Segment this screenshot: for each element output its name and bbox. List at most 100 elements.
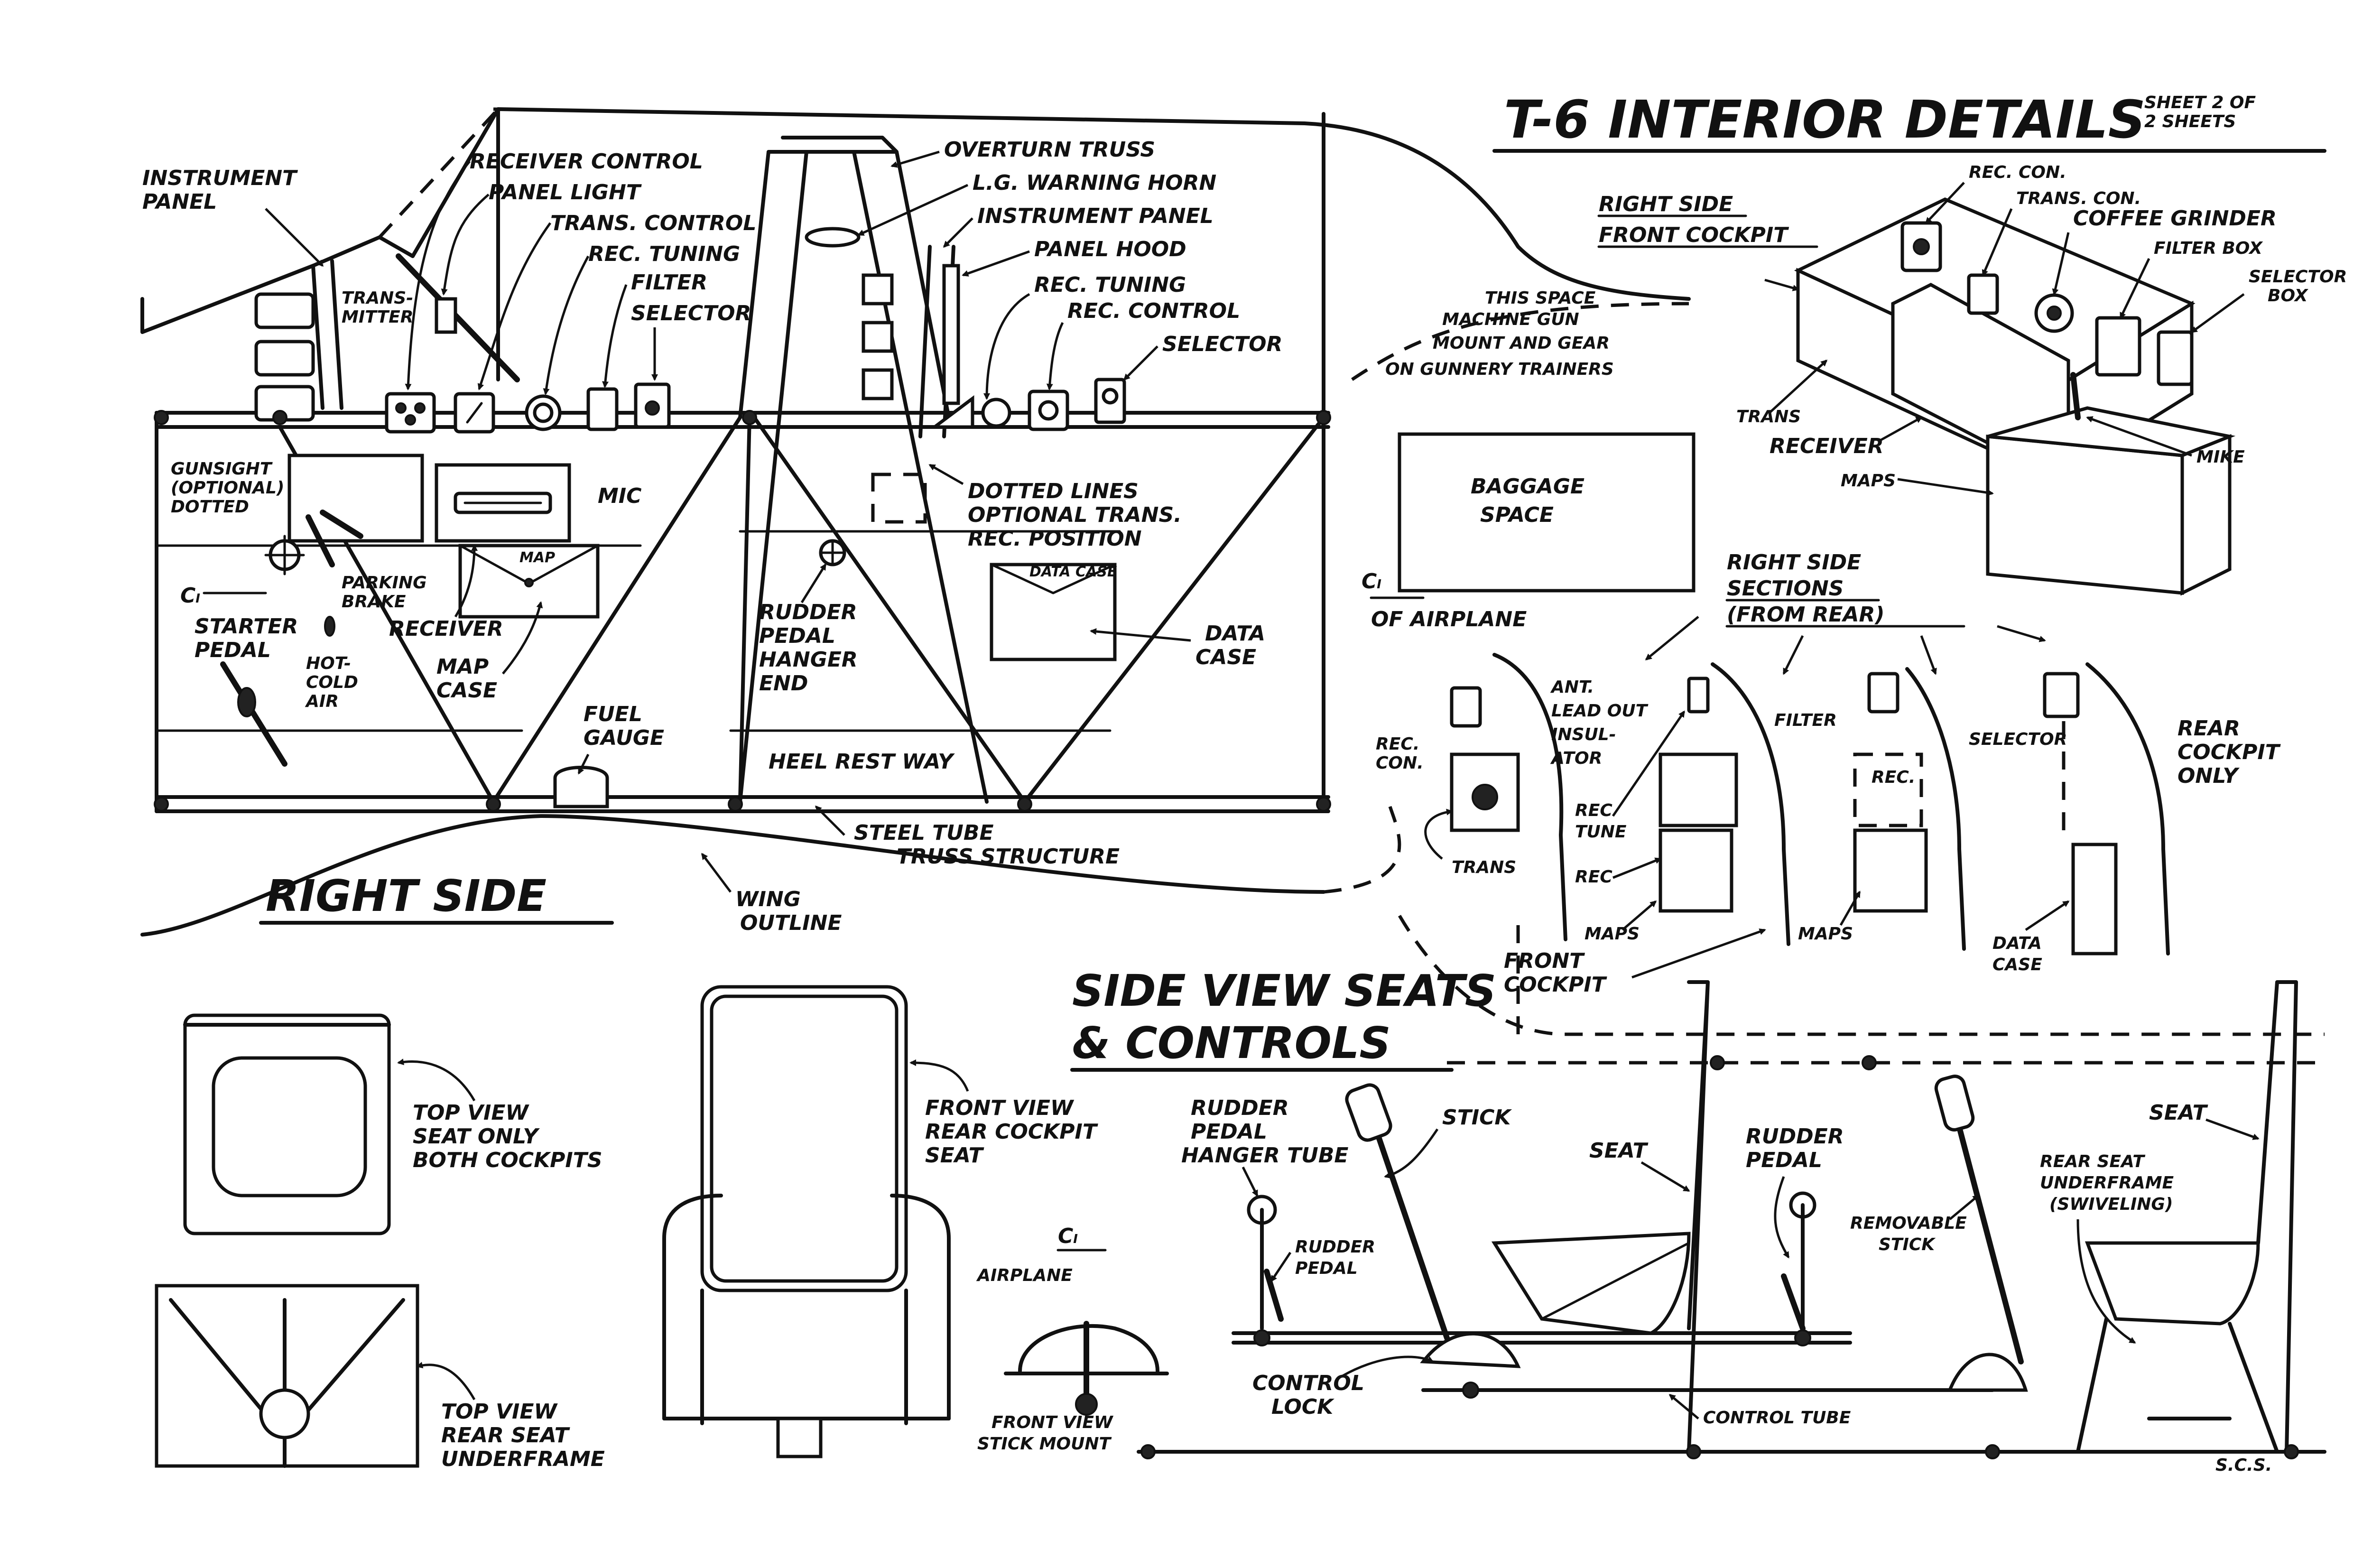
- filter-box: [586, 387, 619, 431]
- label-mic: MIC: [598, 484, 641, 508]
- seat-frame-sides: [662, 1194, 951, 1420]
- ctl-label-removable-stick: REMOVABLE: [1850, 1214, 1967, 1233]
- sections-heading-2: SECTIONS: [1727, 576, 1844, 601]
- label-overturn-truss: OVERTURN TRUSS: [944, 138, 1155, 162]
- front-cockpit-iso: RIGHT SIDE FRONT COCKPIT REC. CON. TRANS…: [1597, 163, 2347, 596]
- label-rudder-pedal-hanger-4: END: [759, 671, 808, 696]
- sections-heading: RIGHT SIDE: [1727, 550, 1861, 575]
- section-3-filter: [1867, 672, 1899, 714]
- iso-selector-box: [2157, 330, 2194, 386]
- section-front-1-skin: [1492, 653, 1567, 941]
- front-stick-base: [1420, 1332, 1521, 1368]
- sec-label-maps-2: MAPS: [1798, 924, 1853, 944]
- transmitter-units: [254, 292, 315, 422]
- label-gunsight: GUNSIGHT: [171, 459, 273, 479]
- ctl-label-stick: STICK: [1442, 1105, 1512, 1130]
- label-centerline: Cₗ: [180, 584, 200, 608]
- iso-label-filter-box: FILTER BOX: [2154, 239, 2263, 258]
- iso-label-rec-con: REC. CON.: [1969, 163, 2066, 182]
- truss-diagonal-3: [752, 416, 1027, 804]
- label-baggage-2: SPACE: [1480, 503, 1554, 527]
- sec-label-filter: FILTER: [1774, 711, 1837, 730]
- ctl-label-seat-rear: SEAT: [2149, 1101, 2208, 1125]
- label-centerline-airplane: OF AIRPLANE: [1371, 607, 1527, 631]
- sec-label-maps: MAPS: [1584, 924, 1640, 944]
- transmitter-box: [287, 454, 424, 543]
- sec-label-data-case: DATA: [1992, 934, 2042, 953]
- right-side-labels: INSTRUMENT PANEL RECEIVER CONTROL PANEL …: [142, 138, 1282, 935]
- ctl-label-centerline: Cₗ: [1058, 1224, 1078, 1248]
- iso-label-receiver: RECEIVER: [1770, 434, 1884, 458]
- ctl-label-rudder-hanger-3: HANGER TUBE: [1181, 1143, 1348, 1168]
- iso-label-trans-con: TRANS. CON.: [2016, 189, 2141, 208]
- iso-label-mike: MIKE: [2196, 447, 2245, 467]
- sections-boundary-dash: [1398, 915, 2325, 1036]
- ctl-label-rudder-pedal-front-2: PEDAL: [1295, 1259, 1358, 1278]
- label-rec-tuning-rear: REC. TUNING: [1034, 273, 1186, 297]
- label-front-view-seat: FRONT VIEW: [925, 1096, 1075, 1120]
- rec-tuning-rear: [929, 395, 974, 429]
- label-front-view-seat-2: REAR COCKPIT: [925, 1120, 1098, 1144]
- label-map-case: MAP: [436, 655, 489, 679]
- label-fuel-gauge-2: GAUGE: [584, 726, 664, 750]
- label-lg-warning-horn: L.G. WARNING HORN: [973, 171, 1216, 195]
- ctl-label-stick-mount: FRONT VIEW: [991, 1413, 1114, 1432]
- drafter-initials: S.C.S.: [2215, 1456, 2272, 1475]
- wing-outline: [140, 814, 1325, 937]
- label-hot-cold: HOT-: [306, 654, 351, 673]
- rear-stick: [1947, 1088, 2024, 1364]
- label-front-view-seat-3: SEAT: [925, 1143, 984, 1168]
- label-parking-brake: PARKING: [342, 573, 427, 593]
- rear-seat-back: [2256, 980, 2298, 1454]
- label-starter-pedal-2: PEDAL: [195, 638, 271, 662]
- label-seat-top-view-3: BOTH COCKPITS: [413, 1148, 602, 1172]
- label-baggage: BAGGAGE: [1471, 474, 1584, 499]
- ctl-label-control-tube: CONTROL TUBE: [1703, 1408, 1851, 1428]
- ctl-label-underframe-2: UNDERFRAME: [2040, 1173, 2174, 1193]
- rear-gauge-1: [862, 273, 894, 306]
- label-hot-cold-2: COLD: [306, 673, 358, 692]
- ctl-label-underframe-3: (SWIVELING): [2049, 1195, 2173, 1214]
- section-4-selector: [2043, 672, 2080, 718]
- front-seat: [1491, 1232, 1691, 1335]
- ctl-label-rudder-pedal-rear: RUDDER: [1746, 1124, 1844, 1149]
- receiver-control-box: [385, 392, 436, 434]
- label-wing-outline-2: OUTLINE: [740, 911, 842, 935]
- map-case-tag: MAP: [519, 549, 555, 566]
- label-gunsight-2: (OPTIONAL): [171, 478, 284, 498]
- label-fuel-gauge: FUEL: [584, 702, 642, 726]
- label-panel-light: PANEL LIGHT: [489, 180, 642, 204]
- label-data-case-2: CASE: [1195, 645, 1256, 669]
- sec-label-trans: TRANS: [1452, 858, 1516, 877]
- label-starter-pedal: STARTER: [195, 614, 298, 639]
- label-centerline-2: Cₗ: [1362, 569, 1381, 594]
- sec-label-rec-con: REC.: [1376, 734, 1419, 754]
- iso-label-selector-box-2: BOX: [2268, 286, 2309, 306]
- iso-label-selector-box: SELECTOR: [2249, 267, 2347, 287]
- label-rudder-pedal-hanger-3: HANGER: [759, 648, 858, 672]
- controls-heading: SIDE VIEW SEATS: [1072, 965, 1496, 1016]
- iso-heading-2: FRONT COCKPIT: [1599, 223, 1789, 247]
- sec-label-front-cockpit-2: COCKPIT: [1504, 973, 1607, 997]
- sections-heading-3: (FROM REAR): [1727, 603, 1885, 627]
- label-hot-cold-3: AIR: [305, 692, 339, 711]
- panel-light-bracket: [435, 297, 457, 334]
- label-underframe: TOP VIEW: [441, 1400, 558, 1424]
- label-receiver-control: RECEIVER CONTROL: [470, 149, 703, 174]
- label-machine-gun-4: ON GUNNERY TRAINERS: [1385, 360, 1614, 379]
- panel-hood: [942, 264, 960, 405]
- ctl-label-rudder-pedal-rear-2: PEDAL: [1746, 1148, 1822, 1172]
- sheet-number: SHEET 2 OF: [2144, 93, 2256, 112]
- iso-mike: [2070, 372, 2081, 420]
- section-2-maps: [1659, 828, 1733, 913]
- label-seat-top-view: TOP VIEW: [413, 1101, 529, 1125]
- label-dotted-lines-2: OPTIONAL TRANS.: [968, 503, 1182, 527]
- label-gunsight-3: DOTTED: [171, 497, 249, 517]
- control-joints: [1140, 1055, 2299, 1459]
- ctl-label-rudder-hanger: RUDDER: [1191, 1096, 1289, 1120]
- sec-label-selector: SELECTOR: [1969, 730, 2067, 749]
- truss-post-2: [738, 416, 751, 804]
- section-rear-skin: [2085, 662, 2170, 956]
